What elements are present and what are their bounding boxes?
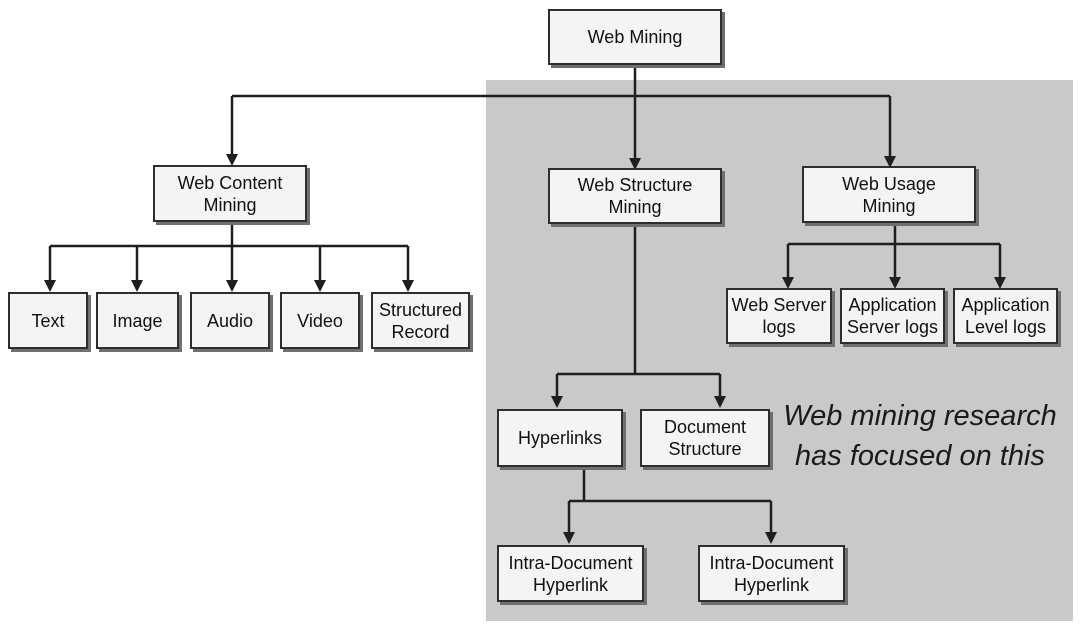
arrowhead: [402, 280, 414, 292]
intra-document-hyperlink-node: Intra-Document Hyperlink: [698, 545, 845, 602]
arrowhead: [314, 280, 326, 292]
audio-node: Audio: [190, 292, 270, 349]
arrowhead: [44, 280, 56, 292]
arrowhead: [884, 156, 896, 168]
arrowhead: [551, 396, 563, 408]
arrowhead: [994, 277, 1006, 289]
hyperlinks-node: Hyperlinks: [497, 409, 623, 467]
web-usage-mining-node: Web Usage Mining: [802, 166, 976, 223]
document-structure-node: Document Structure: [640, 409, 770, 467]
arrowhead: [226, 280, 238, 292]
video-node: Video: [280, 292, 360, 349]
structured-record-node: Structured Record: [371, 292, 470, 349]
arrowhead: [629, 158, 641, 170]
web-mining-node: Web Mining: [548, 9, 722, 65]
arrowhead: [889, 277, 901, 289]
web-server-logs-node: Web Server logs: [726, 288, 832, 344]
image-node: Image: [96, 292, 179, 349]
arrowhead: [714, 396, 726, 408]
research-focus-annotation: Web mining research has focused on this: [783, 400, 1057, 472]
text-node: Text: [8, 292, 88, 349]
arrowhead: [131, 280, 143, 292]
web-structure-mining-node: Web Structure Mining: [548, 168, 722, 224]
web-content-mining-node: Web Content Mining: [153, 165, 307, 222]
intra-document-hyperlink-node: Intra-Document Hyperlink: [497, 545, 644, 602]
arrowhead: [765, 532, 777, 544]
application-server-logs-node: Application Server logs: [840, 288, 945, 344]
application-level-logs-node: Application Level logs: [953, 288, 1058, 344]
arrowhead: [782, 277, 794, 289]
arrowhead: [226, 154, 238, 166]
arrowhead: [563, 532, 575, 544]
